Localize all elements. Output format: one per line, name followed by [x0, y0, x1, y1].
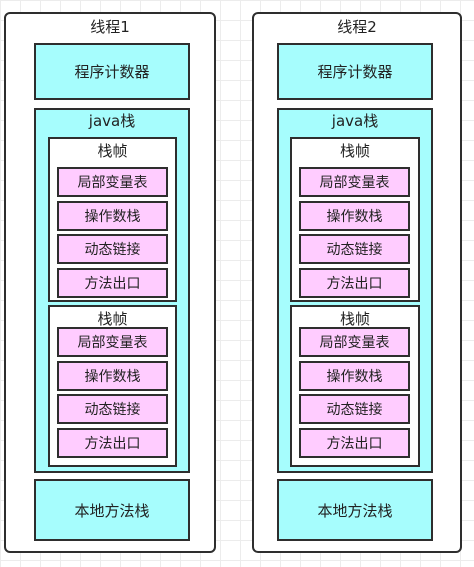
thread-1-frame-1-operand-stack: 操作数栈: [57, 201, 168, 231]
thread-1-frame-2-return-address: 方法出口: [57, 428, 168, 458]
thread-2-frame-2-operand-stack: 操作数栈: [299, 361, 410, 391]
thread-2-stack-frame-1-label: 栈帧: [339, 142, 370, 160]
thread-1-frame-1-local-variable-table: 局部变量表: [57, 167, 168, 197]
thread-1-frame-1-return-address: 方法出口: [57, 268, 168, 298]
thread-1-frame-2-local-variable-table: 局部变量表: [57, 327, 168, 357]
thread-2-frame-2-dynamic-linking: 动态链接: [299, 394, 410, 424]
thread-2-stack-frame-2-label: 栈帧: [339, 310, 370, 328]
thread-2-frame-1-dynamic-linking: 动态链接: [299, 234, 410, 264]
thread-2-frame-1-return-address: 方法出口: [299, 268, 410, 298]
thread-2-native-method-stack: 本地方法栈: [277, 479, 433, 541]
thread-1-frame-2-dynamic-linking: 动态链接: [57, 394, 168, 424]
thread-2-java-stack-label: java栈: [331, 112, 379, 130]
thread-1-stack-frame-2-label: 栈帧: [97, 310, 128, 328]
thread-1-program-counter: 程序计数器: [34, 43, 190, 100]
thread-1-stack-frame-1-label: 栈帧: [97, 142, 128, 160]
thread-1-frame-1-dynamic-linking: 动态链接: [57, 234, 168, 264]
thread-2-frame-1-operand-stack: 操作数栈: [299, 201, 410, 231]
thread-2-frame-2-return-address: 方法出口: [299, 428, 410, 458]
thread-2-title: 线程2: [337, 18, 377, 36]
thread-2-program-counter: 程序计数器: [277, 43, 433, 100]
thread-1-frame-2-operand-stack: 操作数栈: [57, 361, 168, 391]
thread-1-java-stack-label: java栈: [88, 112, 136, 130]
thread-2-frame-2-local-variable-table: 局部变量表: [299, 327, 410, 357]
thread-1-native-method-stack: 本地方法栈: [34, 479, 190, 541]
thread-2-frame-1-local-variable-table: 局部变量表: [299, 167, 410, 197]
thread-1-title: 线程1: [90, 18, 130, 36]
